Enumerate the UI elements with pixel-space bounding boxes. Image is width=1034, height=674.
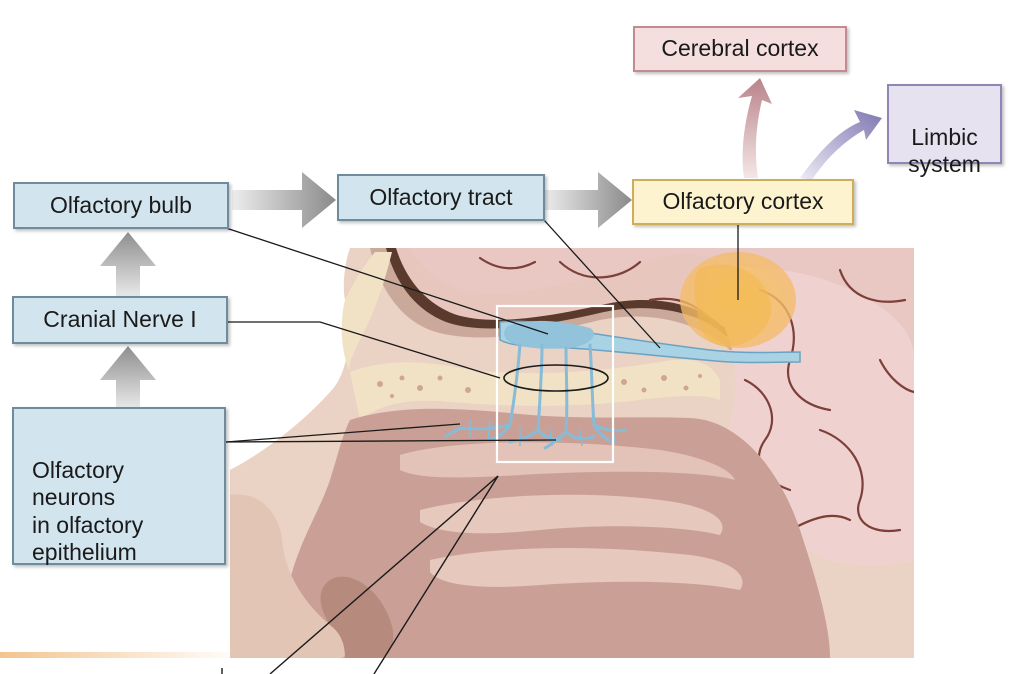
arrow-nerve-to-bulb: [100, 232, 156, 296]
cerebral-cortex-text: Cerebral cortex: [661, 35, 819, 62]
limbic-system-label: Limbic system: [887, 84, 1002, 177]
olfactory-cortex-label: Olfactory cortex: [632, 179, 854, 225]
arrow-to-limbic-system: [800, 110, 882, 180]
olfactory-bulb-text: Olfactory bulb: [50, 191, 192, 218]
arrow-neurons-to-nerve: [100, 346, 156, 408]
olfactory-cortex-text: Olfactory cortex: [662, 188, 824, 215]
cranial-nerve-text: Cranial Nerve I: [43, 306, 197, 333]
cerebral-cortex-label: Cerebral cortex: [633, 26, 847, 72]
nasal-cavity-anatomy: [230, 248, 914, 658]
olfactory-tract-label: Olfactory tract: [337, 174, 545, 221]
olfactory-neurons-label: Olfactory neurons in olfactory epitheliu…: [12, 407, 226, 565]
decorative-rule: [0, 652, 245, 658]
olfactory-tract-text: Olfactory tract: [369, 183, 513, 210]
leader-lines: [225, 219, 739, 443]
olfactory-bulb-label: Olfactory bulb: [13, 182, 229, 229]
cranial-nerve-label: Cranial Nerve I: [12, 296, 228, 344]
arrow-to-cerebral-cortex: [738, 78, 772, 178]
arrow-bulb-to-tract: [232, 172, 336, 228]
limbic-system-text: Limbic system: [908, 123, 981, 178]
arrow-tract-to-cortex: [544, 172, 632, 228]
callout-lines: [221, 475, 499, 674]
olfactory-neurons-text: Olfactory neurons in olfactory epitheliu…: [32, 456, 144, 566]
